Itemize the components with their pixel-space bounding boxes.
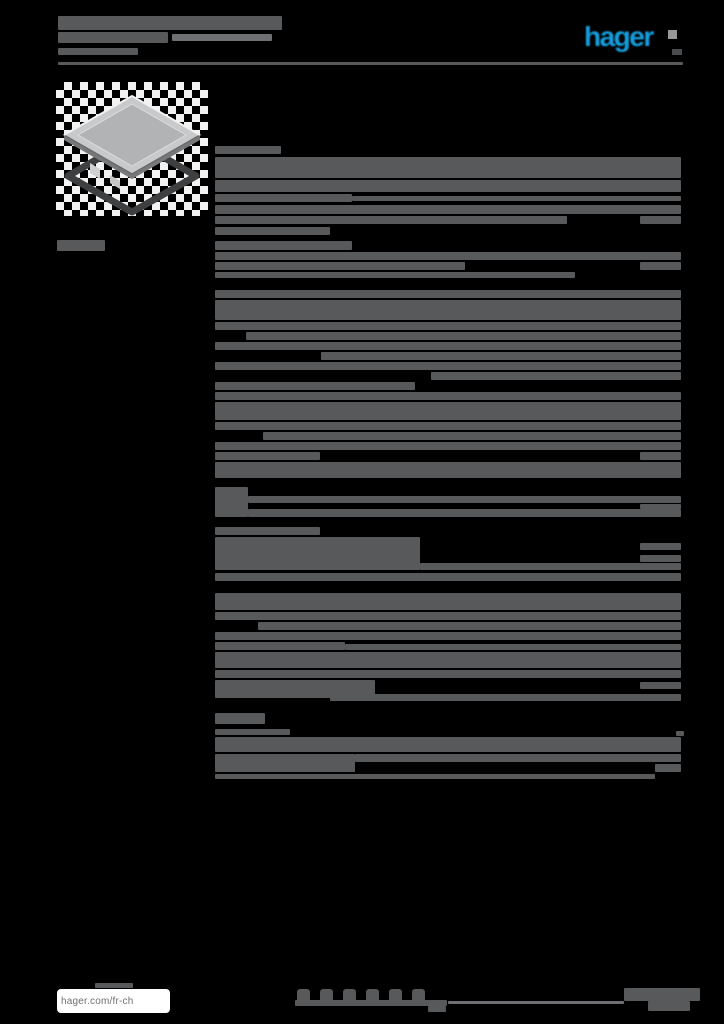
redacted-text-bar: [640, 555, 681, 562]
footer-logo-redacted: [648, 1001, 690, 1011]
redacted-text-bar: [215, 593, 681, 610]
redacted-text-bar: [215, 573, 681, 581]
redacted-text-bar: [215, 180, 681, 192]
redacted-text-bar: [215, 537, 420, 570]
redacted-text-bar: [215, 632, 681, 640]
redacted-text-bar: [215, 452, 320, 460]
redacted-text-bar: [215, 527, 320, 535]
footer-caption-redacted: [95, 983, 133, 988]
redacted-text-bar: [215, 487, 248, 517]
redacted-text-bar: [321, 352, 681, 360]
website-url: hager.com/fr-ch: [61, 995, 134, 1007]
doc-subtitle-redacted: [58, 48, 138, 55]
redacted-text-bar: [215, 262, 465, 270]
redacted-text-bar: [330, 694, 681, 701]
redacted-text-bar: [215, 227, 330, 235]
redacted-text-bar: [640, 504, 681, 509]
doc-subtitle-redacted: [58, 32, 168, 43]
redacted-text-bar: [215, 422, 681, 430]
redacted-text-bar: [215, 205, 681, 214]
social-icons-row: [297, 989, 425, 1002]
header-rule: [58, 62, 683, 65]
redacted-text-bar: [215, 729, 290, 735]
logo-square: [668, 30, 677, 39]
social-caption-redacted: [295, 1000, 447, 1006]
redacted-text-bar: [215, 252, 681, 260]
redacted-text-bar: [215, 362, 681, 370]
section-heading-redacted: [215, 713, 265, 724]
doc-subtitle-redacted: [172, 34, 272, 41]
product-rim-highlight: [63, 94, 201, 136]
floor-box-cover-render: [62, 94, 202, 216]
redacted-text-bar: [215, 216, 567, 224]
social-2-icon[interactable]: [320, 989, 333, 1002]
redacted-text-bar: [215, 642, 345, 650]
redacted-text-bar: [215, 194, 352, 202]
redacted-text-bar: [215, 272, 575, 278]
product-tab: [110, 175, 120, 189]
redacted-text-bar: [215, 392, 681, 400]
redacted-text-bar: [352, 196, 681, 201]
product-plate-recess: [76, 103, 188, 167]
doc-title-line-redacted: [58, 16, 282, 30]
redacted-text-bar: [215, 652, 681, 668]
redacted-text-bar: [355, 754, 681, 762]
redacted-text-bar: [345, 644, 681, 650]
product-mounting-frame: [64, 135, 200, 216]
superscript-mark: [676, 731, 684, 736]
social-3-icon[interactable]: [343, 989, 356, 1002]
redacted-text-bar: [640, 682, 681, 689]
redacted-text-bar: [215, 157, 681, 178]
redacted-text-bar: [655, 764, 681, 772]
redacted-text-bar: [215, 670, 681, 678]
redacted-text-bar: [246, 332, 681, 340]
redacted-text-bar: [215, 241, 352, 250]
redacted-text-bar: [215, 774, 655, 779]
redacted-text-bar: [263, 432, 681, 440]
social-1-icon[interactable]: [297, 989, 310, 1002]
redacted-text-bar: [215, 300, 681, 320]
logo-trademark-mark: [672, 49, 682, 55]
hager-logo: hager: [584, 22, 684, 62]
redacted-text-bar: [215, 737, 681, 752]
section-heading-redacted: [215, 146, 281, 154]
redacted-text-bar: [640, 543, 681, 550]
redacted-text-bar: [640, 216, 681, 224]
redacted-text-bar: [215, 462, 681, 478]
product-ref-redacted: [57, 240, 105, 251]
redacted-text-bar: [215, 442, 681, 450]
redacted-text-bar: [640, 452, 681, 460]
redacted-text-bar: [215, 754, 355, 772]
footer-logo-redacted: [624, 988, 700, 1001]
social-caption-redacted: [428, 1006, 446, 1012]
redacted-text-bar: [215, 290, 681, 298]
hager-wordmark: hager: [584, 21, 654, 52]
redacted-text-bar: [215, 680, 375, 698]
redacted-text-bar: [215, 402, 681, 420]
redacted-text-bar: [258, 622, 681, 630]
social-5-icon[interactable]: [389, 989, 402, 1002]
redacted-text-bar: [215, 612, 681, 620]
redacted-text-bar: [431, 372, 681, 380]
footer-rule: [448, 1001, 624, 1004]
redacted-text-bar: [640, 262, 681, 270]
social-4-icon[interactable]: [366, 989, 379, 1002]
product-tab: [90, 163, 100, 179]
social-6-icon[interactable]: [412, 989, 425, 1002]
product-image: [56, 82, 208, 216]
redacted-text-bar: [215, 322, 681, 330]
redacted-text-bar: [248, 496, 681, 503]
redacted-text-bar: [248, 509, 681, 517]
redacted-text-bar: [215, 342, 681, 350]
redacted-text-bar: [420, 563, 681, 570]
website-link[interactable]: hager.com/fr-ch: [57, 989, 170, 1013]
redacted-text-bar: [215, 382, 415, 390]
